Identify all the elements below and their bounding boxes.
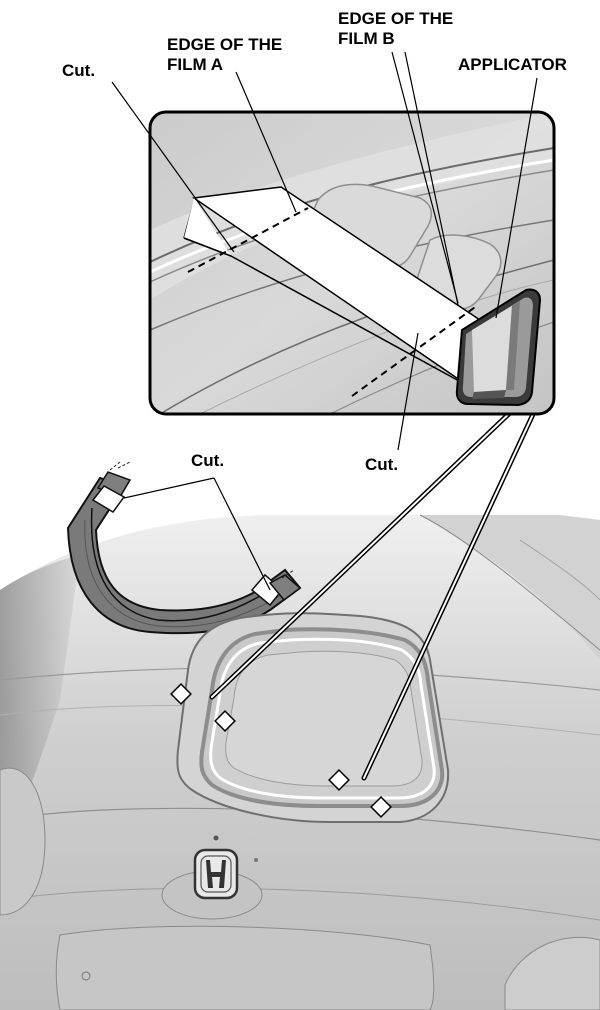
film-piece <box>170 683 392 818</box>
cut-line-upper <box>187 207 309 273</box>
label-edge-film-b-line1: EDGE OF THE <box>338 9 453 28</box>
label-cut-trunk: Cut. <box>191 451 224 470</box>
detail-inset <box>148 110 556 416</box>
label-edge-film-a-line1: EDGE OF THE <box>167 35 282 54</box>
leader-lines <box>111 51 538 591</box>
applicator-icon <box>455 288 542 407</box>
honda-emblem-icon <box>193 848 239 900</box>
label-applicator: APPLICATOR <box>458 55 567 74</box>
label-cut-inset-bottom: Cut. <box>365 455 398 474</box>
label-edge-film-a-line2: FILM A <box>167 55 223 74</box>
trim-cut-end-top <box>91 461 132 513</box>
trim-cut-end-right <box>250 569 302 607</box>
label-cut-top-left: Cut. <box>62 61 95 80</box>
label-edge-film-b-line2: FILM B <box>338 29 395 48</box>
